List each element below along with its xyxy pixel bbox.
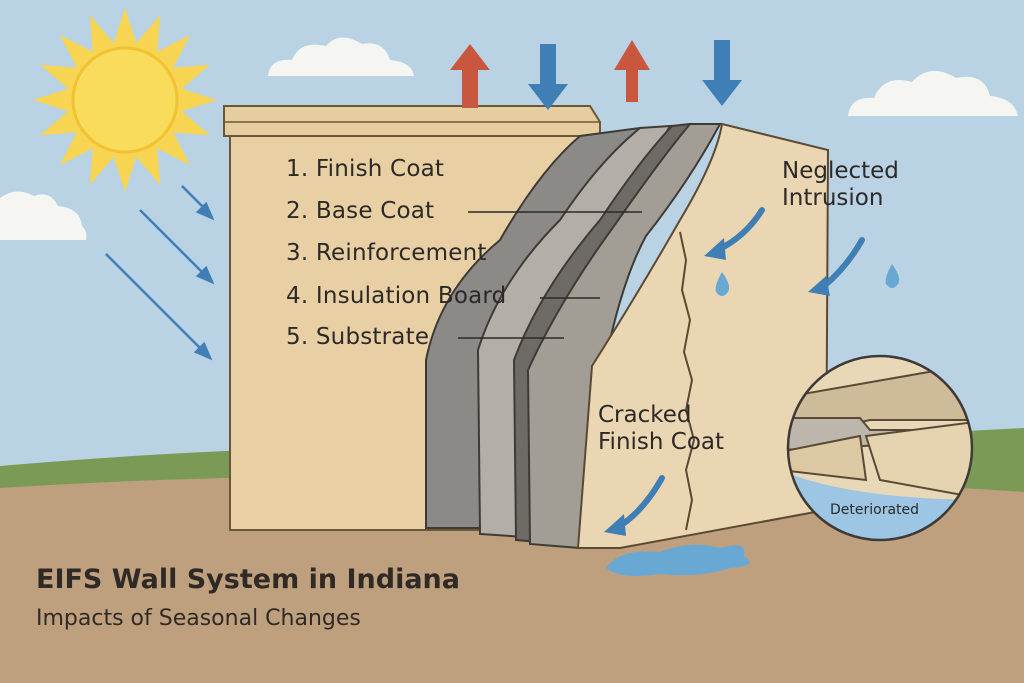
- crack: [679, 231, 696, 531]
- cloud-icon: [268, 37, 414, 76]
- callout-line: Finish Coat: [598, 429, 725, 455]
- layer-label-2: 2. Base Coat: [286, 198, 434, 224]
- layer-finish-coat: [576, 122, 830, 549]
- callout-line: Intrusion: [782, 185, 884, 211]
- layer-number: 1.: [286, 156, 309, 182]
- leader-lines: [458, 211, 642, 339]
- layer-number: 5.: [286, 324, 309, 350]
- callout-line: Cracked: [598, 402, 692, 428]
- layer-number: 2.: [286, 198, 309, 224]
- callout-intrusion: Neglected Intrusion: [782, 158, 899, 212]
- sun-ray-arrows: [105, 185, 215, 361]
- sun-icon: [33, 8, 217, 192]
- page-subtitle: Impacts of Seasonal Changes: [36, 606, 361, 631]
- layer-name: Reinforcement: [315, 240, 487, 266]
- water-drop-icon: [715, 264, 900, 296]
- layer-name: Base Coat: [315, 198, 435, 224]
- layer-name: Substrate: [315, 324, 430, 350]
- arrow-down-icon: [528, 40, 742, 110]
- layer-label-3: 3. Reinforcement: [286, 240, 487, 266]
- page-title: EIFS Wall System in Indiana: [36, 564, 460, 595]
- cloud-icon: [848, 70, 1018, 116]
- layer-name: Insulation Board: [315, 283, 507, 309]
- layer-name: Finish Coat: [315, 156, 445, 182]
- layer-number: 3.: [286, 240, 309, 266]
- layer-label-4: 4. Insulation Board: [286, 283, 506, 309]
- inset-label: Deteriorated: [830, 502, 920, 518]
- callout-line: Neglected: [782, 158, 899, 184]
- cloud-icon: [0, 191, 87, 240]
- layer-number: 4.: [286, 283, 309, 309]
- arrow-up-icon: [450, 40, 650, 108]
- wall-cap: [223, 105, 601, 137]
- callout-crack: Cracked Finish Coat: [598, 402, 724, 456]
- layer-label-1: 1. Finish Coat: [286, 156, 444, 182]
- layer-label-5: 5. Substrate: [286, 324, 429, 350]
- puddle-icon: [606, 544, 750, 576]
